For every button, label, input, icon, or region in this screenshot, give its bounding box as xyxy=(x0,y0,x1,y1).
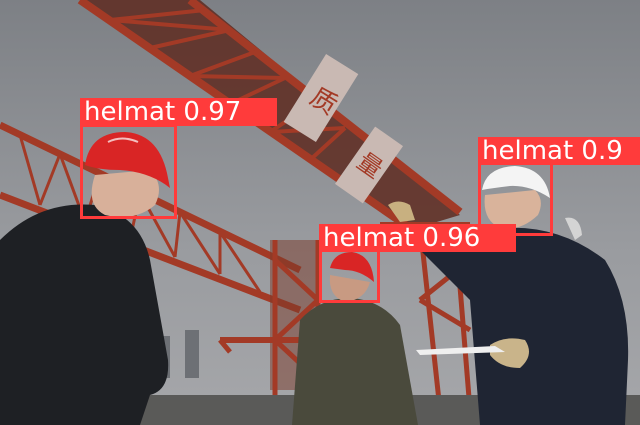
worker-right xyxy=(388,166,629,425)
detection-label-left: helmat 0.97 xyxy=(80,98,277,126)
worker-left xyxy=(0,132,170,425)
detection-label-middle: helmat 0.96 xyxy=(319,224,516,252)
detection-label-right: helmat 0.9 xyxy=(478,137,640,165)
worker-middle xyxy=(292,252,418,425)
gantry-sign-1 xyxy=(283,54,359,142)
gantry-sign-2 xyxy=(334,126,404,204)
detection-box-left xyxy=(80,124,177,219)
detection-box-middle xyxy=(319,248,380,303)
